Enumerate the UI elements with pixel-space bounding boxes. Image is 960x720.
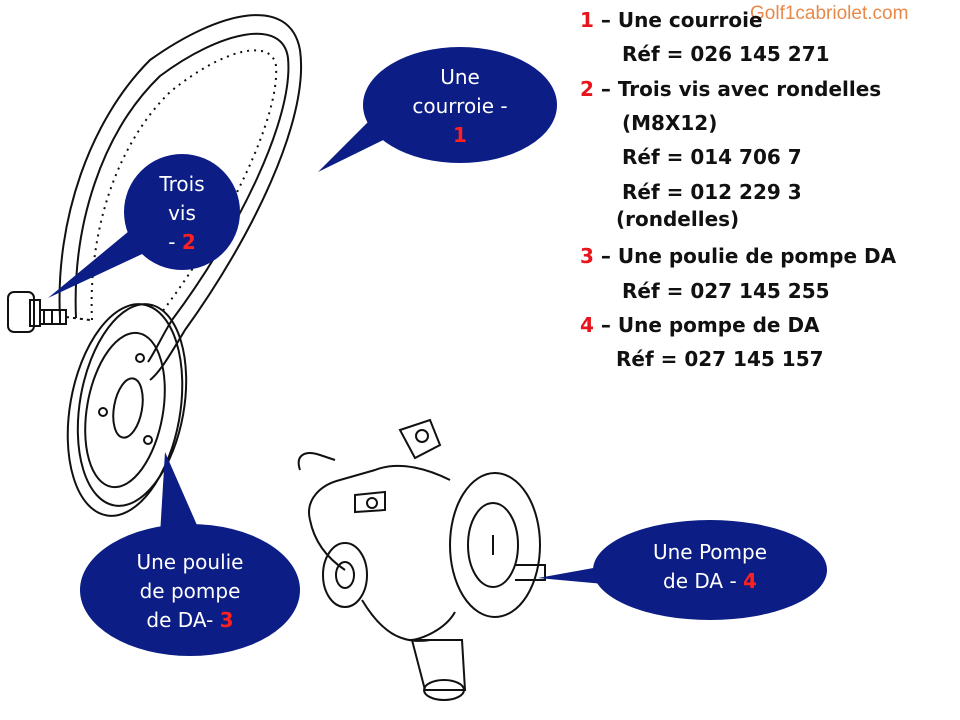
- callout-pulley-line-2: de pompe: [139, 579, 241, 603]
- part-2-note: (rondelles): [616, 207, 740, 231]
- bubble-screws-body: [124, 154, 240, 270]
- screw: [7, 291, 91, 333]
- part-1-name: – Une courroie: [600, 8, 763, 32]
- part-2-detail: (M8X12): [622, 111, 718, 135]
- callout-belt-line-1: Une: [440, 65, 480, 89]
- part-1-title: 1 – Une courroie: [580, 8, 763, 32]
- part-4-number: 4: [580, 313, 594, 337]
- callout-pulley-last: de DA-: [146, 608, 220, 632]
- callout-pulley-number: 3: [219, 608, 234, 632]
- callout-pump-line-2: de DA - 4: [620, 567, 800, 596]
- callout-screws-line-3: - 2: [132, 228, 232, 257]
- callout-screws: Trois vis - 2: [132, 170, 232, 257]
- callout-pulley-line-1: Une poulie: [136, 550, 244, 574]
- part-4-name: – Une pompe de DA: [600, 313, 820, 337]
- callout-screws-line-2: vis: [168, 201, 196, 225]
- part-3-number: 3: [580, 244, 594, 268]
- bubble-pump-body: [593, 520, 827, 620]
- callout-pump-line-1: Une Pompe: [652, 540, 768, 564]
- pulley: [66, 303, 188, 517]
- callout-screws-line-1: Trois: [159, 172, 205, 196]
- callout-pump-last: de DA -: [663, 569, 744, 593]
- bubble-pulley-tail: [160, 452, 200, 535]
- part-2-ref-1: Réf = 014 706 7: [622, 145, 802, 169]
- part-2-ref-2: Réf = 012 229 3: [622, 180, 802, 204]
- part-2-number: 2: [580, 77, 594, 101]
- watermark: Golf1cabriolet.com: [750, 3, 909, 24]
- callout-pump: Une Pompe de DA - 4: [620, 538, 800, 596]
- callout-belt-line-2: courroie -: [412, 94, 508, 118]
- bubble-screws-tail: [48, 222, 155, 298]
- callout-pump-number: 4: [743, 569, 757, 593]
- callout-screws-prefix: -: [168, 230, 182, 254]
- power-steering-pump: [297, 418, 546, 701]
- callout-pulley: Une poulie de pompe de DA- 3: [105, 548, 275, 635]
- callout-pulley-line-3: de DA- 3: [105, 606, 275, 635]
- callout-screws-number: 2: [181, 230, 196, 254]
- callout-belt: Une courroie - 1: [390, 63, 530, 150]
- bubble-pulley-body: [80, 524, 300, 656]
- part-1-number: 1: [580, 8, 594, 32]
- bubble-belt-body: [363, 47, 557, 163]
- part-3-title: 3 – Une poulie de pompe DA: [580, 244, 896, 268]
- part-2-title: 2 – Trois vis avec rondelles: [580, 77, 881, 101]
- part-4-title: 4 – Une pompe de DA: [580, 313, 820, 337]
- part-3-ref: Réf = 027 145 255: [622, 279, 830, 303]
- part-3-name: – Une poulie de pompe DA: [600, 244, 897, 268]
- callout-belt-number: 1: [453, 123, 467, 147]
- part-4-ref: Réf = 027 145 157: [616, 347, 824, 371]
- part-2-name: – Trois vis avec rondelles: [600, 77, 882, 101]
- part-1-ref: Réf = 026 145 271: [622, 42, 830, 66]
